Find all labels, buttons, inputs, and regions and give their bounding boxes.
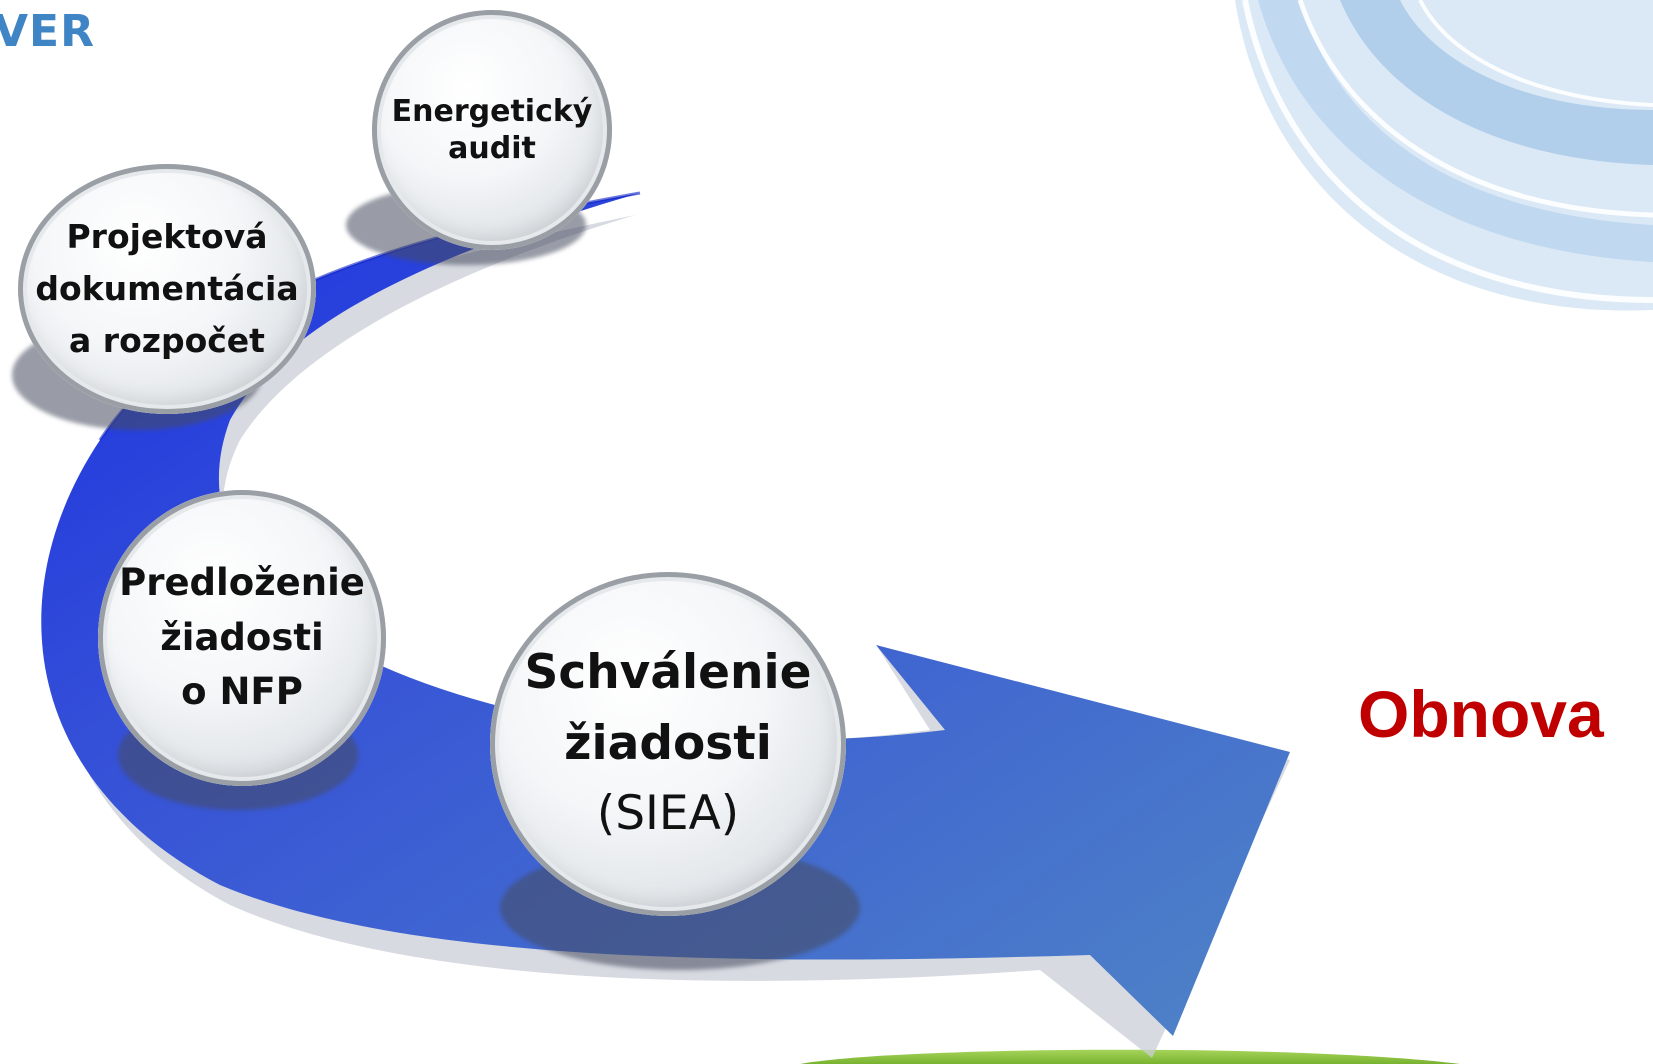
step-label-line: Energetický (391, 93, 593, 129)
step-label-line: žiadosti (564, 715, 772, 771)
green-ground-bar (800, 1049, 1460, 1064)
step-project-documentation: Projektová dokumentácia a rozpočet (18, 164, 316, 414)
step-label-line: Predloženie (119, 560, 365, 604)
decorative-swirl (1235, 0, 1653, 311)
target-label: Obnova (1358, 677, 1604, 751)
step-label-line: Projektová (66, 216, 268, 256)
step-application-approval: Schválenie žiadosti (SIEA) (490, 572, 846, 916)
step-label-line: (SIEA) (596, 786, 740, 842)
step-label-line: dokumentácia (35, 268, 299, 308)
step-label-line: a rozpočet (69, 321, 265, 361)
step-label-line: Schválenie (524, 645, 812, 701)
step-label-line: žiadosti (160, 615, 324, 659)
corner-title: VER (0, 6, 95, 57)
step-application-submission: Predloženie žiadosti o NFP (98, 490, 386, 786)
step-label-line: o NFP (181, 670, 303, 714)
process-arrow (41, 193, 1290, 1036)
step-energy-audit: Energetický audit (372, 10, 612, 250)
step-label-line: audit (448, 131, 536, 166)
